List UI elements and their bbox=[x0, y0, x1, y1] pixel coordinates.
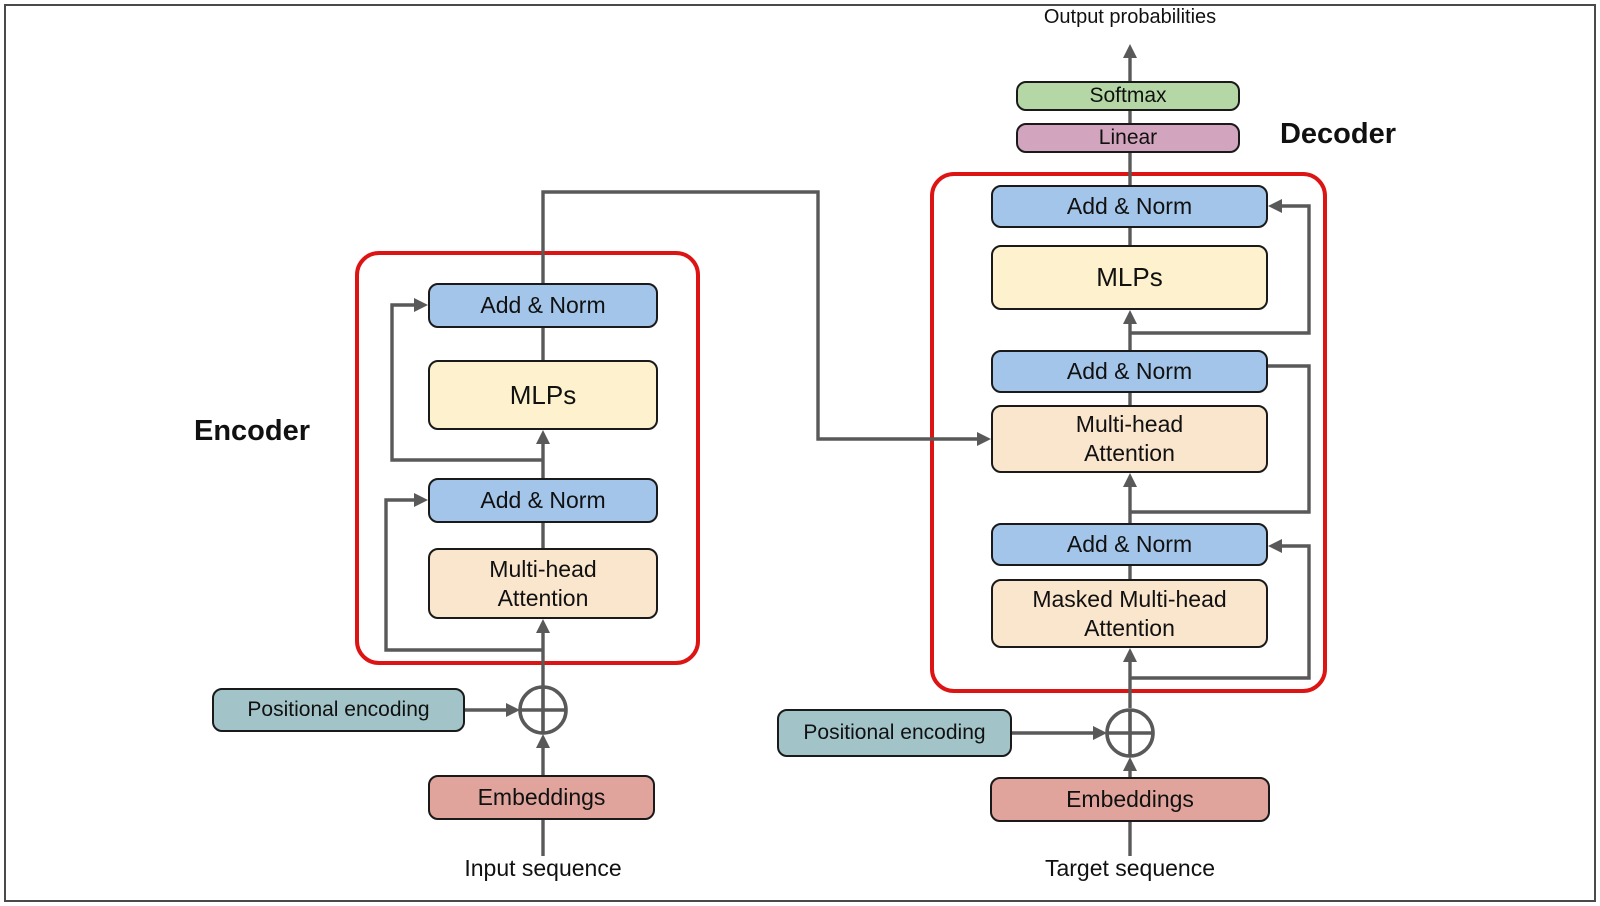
dec-plus-circle-icon bbox=[1105, 708, 1155, 758]
encoder-add-norm-top-block: Add & Norm bbox=[428, 283, 658, 328]
encoder-embeddings-label: Embeddings bbox=[477, 784, 606, 811]
arrowhead-into-enc-mlps bbox=[536, 430, 550, 444]
encoder-positional-encoding-label: Positional encoding bbox=[247, 697, 430, 721]
decoder-title: Decoder bbox=[1279, 118, 1397, 150]
arrowhead-into-enc-addnorm-bottom bbox=[414, 493, 428, 507]
encoder-region-outline bbox=[355, 251, 700, 665]
dec-skip-connection-mid bbox=[1130, 364, 1311, 514]
encoder-mlps-label: MLPs bbox=[509, 379, 577, 410]
enc-skip-connection-bottom bbox=[384, 498, 543, 652]
linear-block: Linear bbox=[1016, 123, 1240, 153]
decoder-connectors bbox=[1012, 56, 1311, 856]
arrowhead-embeddings-into-enc-plus bbox=[536, 734, 550, 748]
decoder-arrowheads bbox=[1093, 44, 1282, 771]
encoder-multi-head-attention-block: Multi-head Attention bbox=[428, 548, 658, 619]
dec-plus-cross bbox=[1107, 710, 1153, 756]
decoder-add-norm-top-label: Add & Norm bbox=[1066, 193, 1193, 220]
encoder-multi-head-attention-label: Multi-head Attention bbox=[489, 555, 597, 611]
arrowhead-into-dec-plus bbox=[1093, 726, 1107, 740]
arrowhead-into-enc-attention bbox=[536, 619, 550, 633]
enc-plus-circle-icon bbox=[518, 685, 568, 735]
linear-label: Linear bbox=[1098, 125, 1158, 149]
encoder-to-decoder-connector bbox=[541, 190, 977, 441]
decoder-positional-encoding-block: Positional encoding bbox=[777, 709, 1012, 757]
dec-skip-connection-top bbox=[1130, 204, 1311, 335]
encoder-mlps-block: MLPs bbox=[428, 360, 658, 430]
dec-skip-connection-bottom bbox=[1130, 544, 1311, 680]
softmax-block: Softmax bbox=[1016, 81, 1240, 111]
image-border bbox=[4, 4, 1596, 902]
decoder-masked-attention-block: Masked Multi-head Attention bbox=[991, 579, 1268, 648]
decoder-add-norm-bottom-label: Add & Norm bbox=[1066, 531, 1193, 558]
encoder-add-norm-bottom-block: Add & Norm bbox=[428, 478, 658, 523]
decoder-embeddings-label: Embeddings bbox=[1066, 786, 1194, 813]
encoder-add-norm-top-label: Add & Norm bbox=[480, 292, 606, 319]
encoder-add-norm-bottom-label: Add & Norm bbox=[480, 487, 606, 514]
encoder-connectors bbox=[384, 190, 977, 856]
encoder-positional-encoding-block: Positional encoding bbox=[212, 688, 465, 732]
arrowhead-into-dec-addnorm-top bbox=[1268, 199, 1282, 213]
decoder-cross-attention-label: Multi-head Attention bbox=[1075, 411, 1184, 466]
input-sequence-label: Input sequence bbox=[464, 855, 622, 881]
enc-plus-cross bbox=[520, 687, 566, 733]
decoder-add-norm-bottom-block: Add & Norm bbox=[991, 523, 1268, 566]
arrowhead-into-dec-cross-attention bbox=[1123, 473, 1137, 487]
decoder-cross-attention-block: Multi-head Attention bbox=[991, 405, 1268, 473]
target-sequence-label: Target sequence bbox=[1044, 855, 1216, 881]
decoder-add-norm-mid-block: Add & Norm bbox=[991, 350, 1268, 393]
arrowhead-embeddings-into-dec-plus bbox=[1123, 757, 1137, 771]
arrowhead-into-dec-masked-attention bbox=[1123, 648, 1137, 662]
arrowhead-into-cross-attention bbox=[977, 432, 991, 446]
decoder-mlps-block: MLPs bbox=[991, 245, 1268, 310]
enc-skip-connection-top bbox=[390, 303, 543, 462]
encoder-embeddings-block: Embeddings bbox=[428, 775, 655, 820]
output-probabilities-label: Output probabilities bbox=[1043, 6, 1217, 28]
decoder-mlps-label: MLPs bbox=[1096, 262, 1163, 293]
decoder-add-norm-mid-label: Add & Norm bbox=[1066, 358, 1193, 385]
decoder-embeddings-block: Embeddings bbox=[990, 777, 1270, 822]
arrowhead-into-dec-addnorm-bottom bbox=[1268, 539, 1282, 553]
arrowhead-into-dec-mlps bbox=[1123, 310, 1137, 324]
arrowhead-into-enc-addnorm-top bbox=[414, 298, 428, 312]
decoder-add-norm-top-block: Add & Norm bbox=[991, 185, 1268, 228]
arrowhead-output bbox=[1123, 44, 1137, 58]
encoder-arrowheads bbox=[414, 298, 991, 748]
softmax-label: Softmax bbox=[1089, 83, 1167, 107]
decoder-masked-attention-label: Masked Multi-head Attention bbox=[1032, 585, 1227, 641]
encoder-title: Encoder bbox=[193, 415, 311, 447]
arrowhead-into-enc-plus bbox=[506, 703, 520, 717]
decoder-positional-encoding-label: Positional encoding bbox=[803, 720, 986, 744]
